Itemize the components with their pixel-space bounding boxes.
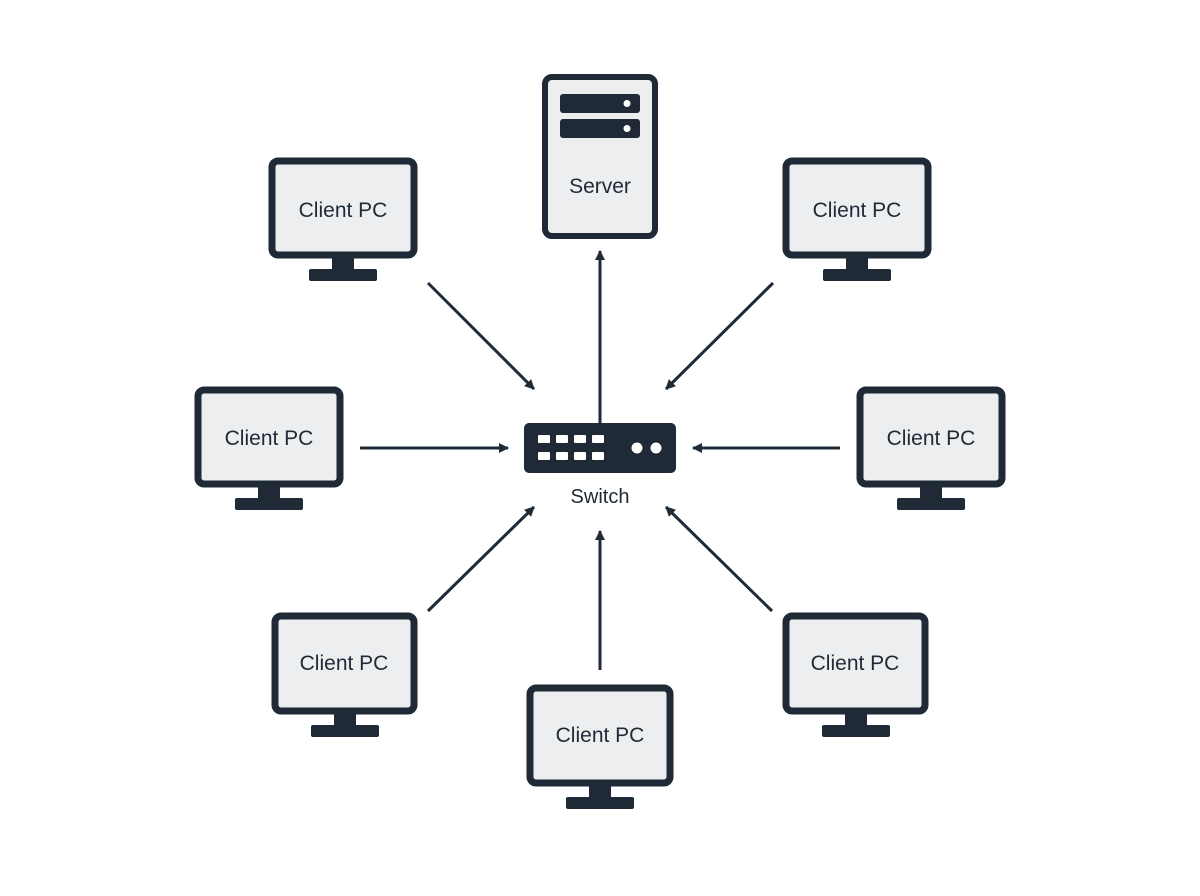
client-bottom-left: Client PC: [271, 612, 418, 737]
switch-label: Switch: [571, 486, 630, 508]
monitor-icon: [194, 386, 344, 510]
client-bottom-center: Client PC: [526, 684, 674, 809]
server-node: Server: [542, 74, 658, 239]
monitor-icon: [856, 386, 1006, 510]
client-label: Client PC: [299, 199, 388, 222]
monitor-icon: [271, 612, 418, 737]
client-middle-left: Client PC: [194, 386, 344, 510]
switch-node: Switch: [524, 423, 676, 508]
arrow-client-top-right-to-switch: [664, 281, 775, 391]
server-icon: [542, 74, 658, 239]
client-label: Client PC: [556, 724, 645, 747]
client-bottom-right: Client PC: [782, 612, 929, 737]
connections: [360, 250, 840, 670]
arrow-client-bottom-left-to-switch: [426, 505, 536, 613]
monitor-icon: [268, 157, 418, 281]
network-switch-icon: [524, 423, 676, 473]
client-label: Client PC: [887, 427, 976, 450]
client-label: Client PC: [813, 199, 902, 222]
monitor-icon: [526, 684, 674, 809]
client-label: Client PC: [225, 427, 314, 450]
server-label: Server: [569, 175, 631, 198]
arrow-client-top-left-to-switch: [426, 281, 536, 391]
client-top-right: Client PC: [782, 157, 932, 281]
client-label: Client PC: [300, 652, 389, 675]
monitor-icon: [782, 612, 929, 737]
arrow-client-bottom-right-to-switch: [664, 505, 774, 613]
client-middle-right: Client PC: [856, 386, 1006, 510]
client-label: Client PC: [811, 652, 900, 675]
monitor-icon: [782, 157, 932, 281]
client-top-left: Client PC: [268, 157, 418, 281]
